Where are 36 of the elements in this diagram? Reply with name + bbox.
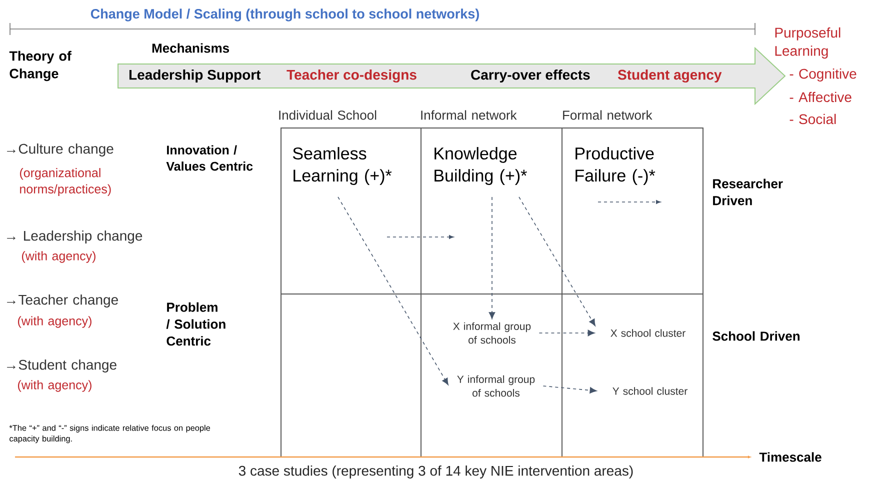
- row-header: Innovation / Values Centric: [166, 145, 253, 171]
- heading: Mechanisms: [152, 43, 230, 53]
- change-text: →Teacher change: [7, 294, 118, 308]
- dashed-arrow: [538, 330, 595, 336]
- row-header: School Driven: [712, 331, 800, 341]
- axis-label: Timescale: [759, 452, 822, 462]
- row-header: Researcher Driven: [713, 178, 783, 206]
- row-header: Problem / Solution Centric: [166, 302, 226, 346]
- dashed-arrow: [488, 196, 496, 320]
- caption: 3 case studies (representing 3 of 14 key NIE intervention areas): [238, 465, 633, 478]
- method-text: Knowledge Building (+)*: [434, 147, 527, 185]
- dashed-arrow: [338, 196, 448, 386]
- change-text: →Culture change: [7, 143, 114, 157]
- mechanism-text: Student agency: [618, 69, 722, 83]
- mechanism-text: Carry-over effects: [471, 69, 590, 83]
- mechanism-text: Teacher co-designs: [286, 69, 416, 83]
- title: Change Model / Scaling (through school to school networks): [90, 8, 479, 22]
- footnote: *The “+” and “-” signs indicate relative focus on people capacity building.: [9, 424, 210, 444]
- school-group-text: X informal group of schools: [453, 322, 531, 344]
- outcome-item: - Social: [790, 114, 836, 124]
- change-note: (with agency): [22, 251, 96, 263]
- dashed-arrow: [542, 386, 597, 394]
- change-note: (with agency): [18, 316, 92, 328]
- change-text: →Student change: [7, 359, 116, 373]
- method-text: Seamless Learning (+)*: [292, 147, 392, 185]
- dashed-arrow: [518, 196, 596, 326]
- method-text: Productive Failure (-)*: [576, 147, 656, 185]
- heading: Theory of Change: [9, 50, 72, 82]
- school-group-text: Y school cluster: [612, 387, 688, 395]
- mechanism-text: Leadership Support: [129, 69, 261, 83]
- change-note: (organizational norms/practices): [20, 168, 111, 196]
- change-note: (with agency): [18, 380, 92, 392]
- outcome-heading: Purposeful Learning: [775, 27, 840, 59]
- school-group-text: Y informal group of schools: [457, 375, 535, 397]
- change-text: → Leadership change: [7, 230, 142, 244]
- school-group-text: X school cluster: [610, 329, 686, 337]
